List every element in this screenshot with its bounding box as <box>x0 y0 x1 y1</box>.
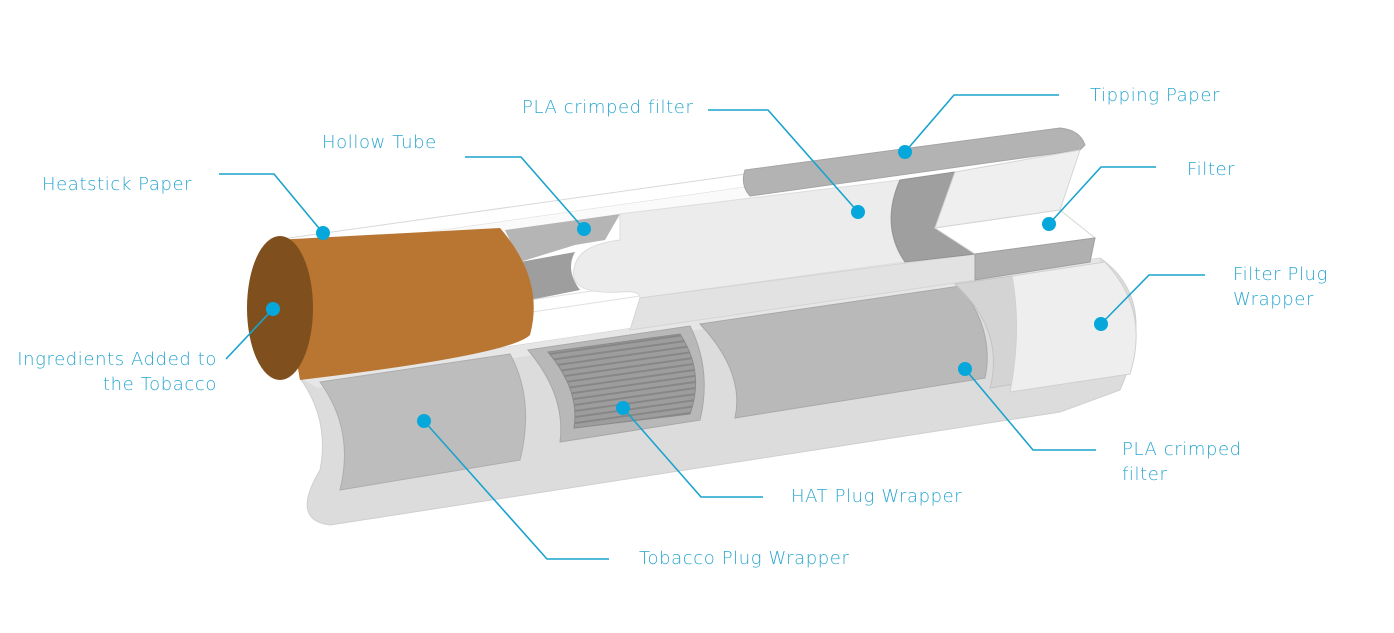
marker-ingredients <box>266 302 280 316</box>
label-ingredients-line2: the Tobacco <box>102 374 217 395</box>
label-filter-plug-wrapper-line2: Wrapper <box>1233 289 1314 310</box>
tobacco-plug <box>247 228 534 380</box>
marker-filter-plug-wrapper <box>1094 317 1108 331</box>
label-pla-crimped-filter-bottom: PLA crimped filter <box>1122 437 1242 487</box>
label-ingredients-line1: Ingredients Added to <box>17 349 217 370</box>
marker-heatstick-paper <box>316 226 330 240</box>
filter-plug-wrapper-shape <box>953 261 1137 393</box>
label-heatstick-paper: Heatstick Paper <box>42 174 193 195</box>
marker-hat-plug-wrapper <box>616 401 630 415</box>
label-filter-plug-wrapper-line1: Filter Plug <box>1233 264 1328 285</box>
pla-crimped-filter-bottom-shape <box>698 285 988 419</box>
label-hat-plug-wrapper: HAT Plug Wrapper <box>791 486 963 507</box>
leader-lines <box>219 94 1205 560</box>
label-ingredients: Ingredients Added to the Tobacco <box>17 347 217 397</box>
marker-filter <box>1042 217 1056 231</box>
marker-tobacco-plug-wrapper <box>417 414 431 428</box>
marker-tipping-paper <box>898 145 912 159</box>
label-pla-crimped-filter-top: PLA crimped filter <box>522 97 694 118</box>
label-hollow-tube: Hollow Tube <box>322 132 437 153</box>
label-tipping-paper: Tipping Paper <box>1090 85 1221 106</box>
hat-ridged-filter <box>547 333 697 429</box>
marker-pla-crimped-filter-bottom <box>958 362 972 376</box>
label-pla-crimped-filter-bottom-line1: PLA crimped <box>1122 439 1242 460</box>
marker-dots <box>266 145 1108 428</box>
label-pla-crimped-filter-bottom-line2: filter <box>1122 464 1168 485</box>
label-tobacco-plug-wrapper: Tobacco Plug Wrapper <box>639 548 850 569</box>
label-filter-plug-wrapper: Filter Plug Wrapper <box>1233 262 1328 312</box>
label-filter: Filter <box>1187 159 1236 180</box>
marker-hollow-tube <box>577 222 591 236</box>
marker-pla-crimped-filter-top <box>851 205 865 219</box>
